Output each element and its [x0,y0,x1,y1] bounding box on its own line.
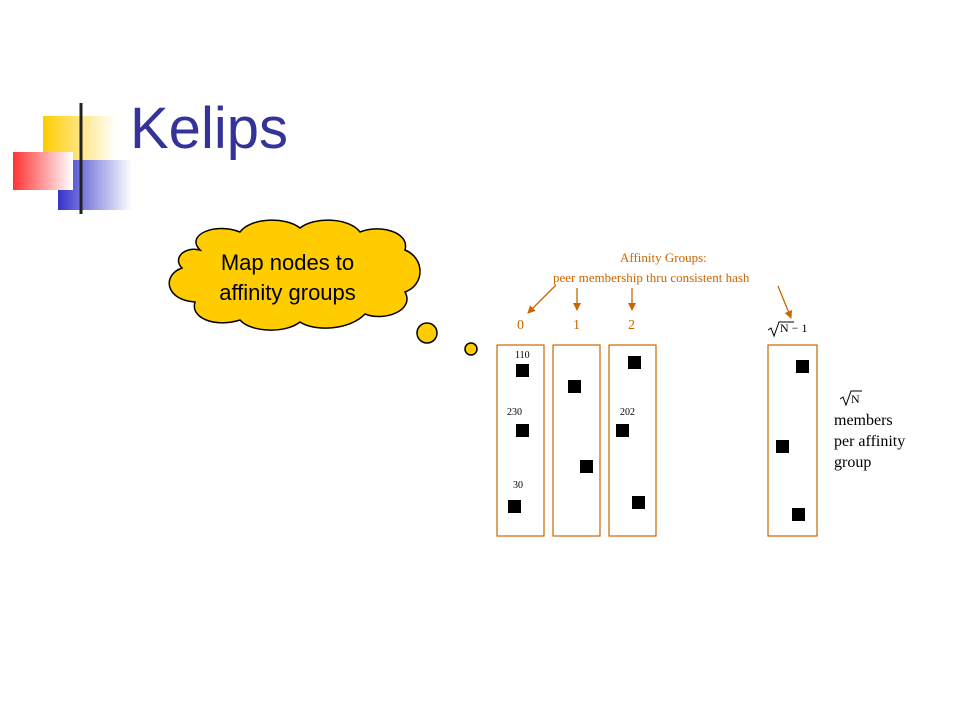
node-group2-c [632,496,645,509]
node-last-a [796,360,809,373]
side-note-line-2: per affinity [834,433,906,450]
affinity-label-line-1: Affinity Groups: [620,250,707,265]
affinity-group-last [767,344,818,537]
side-note-radical: N [851,392,860,406]
node-group2-a [628,356,641,369]
node-group1-a [568,380,581,393]
cloud-shape [168,219,421,331]
callout-line-2: affinity groups [219,280,356,305]
radical-sign-group-index [767,321,794,338]
group-index-0: 0 [517,318,524,333]
arrow-to-group-0 [527,284,557,314]
radical-sign-side-note [839,390,862,407]
node-label-110: 110 [515,350,530,361]
arrow-to-group-last [777,285,793,319]
node-202 [616,424,629,437]
group-index-last-suffix: − 1 [791,321,808,335]
group-index-last-radical: N [780,321,789,335]
slide-title: Kelips [130,96,288,161]
node-label-30: 30 [513,480,523,491]
logo-red-square [13,152,73,190]
callout-text: Map nodes to affinity groups [185,248,390,308]
affinity-group-2 [608,344,657,537]
node-group1-b [580,460,593,473]
node-last-c [792,508,805,521]
group-index-1: 1 [573,318,580,333]
node-last-b [776,440,789,453]
thought-bubble-small [464,342,478,356]
side-note: members per affinity group [834,410,905,473]
node-label-230: 230 [507,407,522,418]
node-label-202: 202 [620,407,635,418]
thought-bubble-large [416,322,438,344]
side-note-line-3: group [834,454,872,471]
affinity-group-0 [496,344,545,537]
node-30 [508,500,521,513]
callout-line-1: Map nodes to [220,250,355,275]
node-230 [516,424,529,437]
group-index-last: N − 1 [780,321,807,336]
side-note-line-1: members [834,412,893,429]
node-110 [516,364,529,377]
group-index-2: 2 [628,318,635,333]
affinity-group-1 [552,344,601,537]
affinity-label-line-2: peer membership thru consistent hash [553,270,750,285]
